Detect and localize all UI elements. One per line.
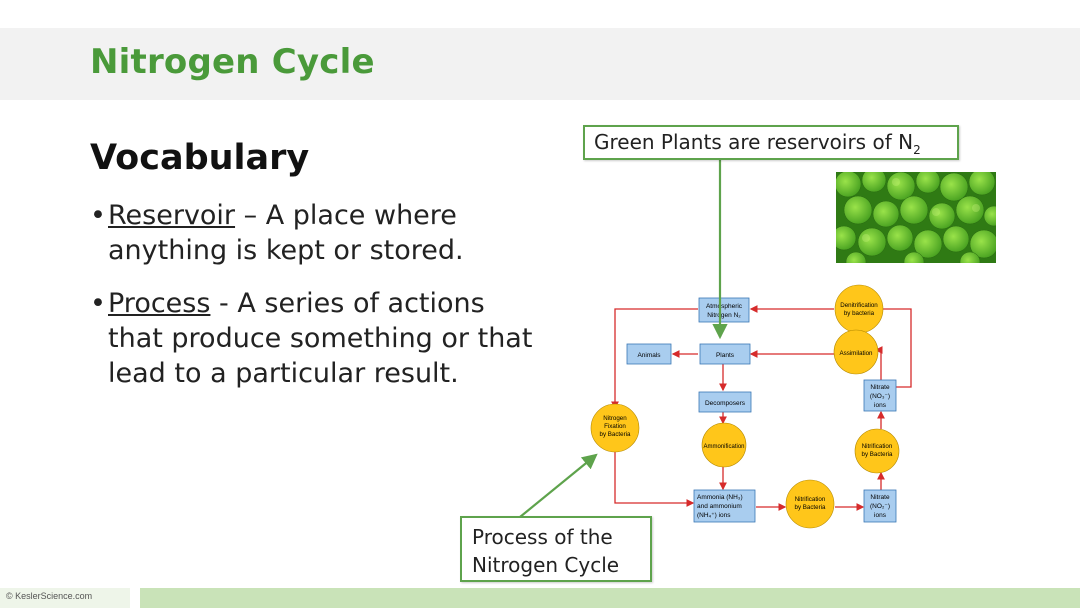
svg-text:Nitrification: Nitrification	[795, 496, 826, 503]
definition-reservoir: – A place where anything is kept or stor…	[108, 200, 464, 266]
callout-process: Process of the Nitrogen Cycle	[460, 516, 652, 582]
svg-text:Assimilation: Assimilation	[839, 350, 873, 357]
svg-text:Decomposers: Decomposers	[705, 400, 746, 407]
callout-green-plants: Green Plants are reservoirs of N2	[583, 125, 959, 160]
footer-copyright: © KeslerScience.com	[6, 591, 93, 601]
svg-text:and ammonium: and ammonium	[697, 503, 742, 510]
svg-text:Atmospheric: Atmospheric	[706, 303, 743, 310]
circle-nitrification-bottom: Nitrification by Bacteria	[785, 479, 835, 529]
svg-text:Nitrate: Nitrate	[870, 494, 890, 501]
callout-green-plants-text: Green Plants are reservoirs of N	[594, 130, 914, 154]
svg-text:Plants: Plants	[716, 352, 735, 359]
svg-text:by Bacteria: by Bacteria	[795, 504, 827, 511]
svg-text:(NH₄⁺) ions: (NH₄⁺) ions	[697, 512, 731, 519]
svg-text:ions: ions	[874, 402, 887, 409]
svg-text:by Bacteria: by Bacteria	[862, 451, 894, 458]
cycle-arrows	[611, 305, 912, 511]
svg-text:Ammonification: Ammonification	[703, 444, 744, 450]
callout-process-line2: Nitrogen Cycle	[472, 553, 620, 577]
box-plants: Plants	[699, 343, 751, 365]
circle-denitrification: Denitrification by bacteria	[834, 284, 884, 334]
callout-process-line1: Process of the	[472, 525, 613, 549]
footer-right-band	[140, 588, 1080, 608]
svg-text:by Bacteria: by Bacteria	[600, 431, 632, 438]
bullet-list: •Reservoir – A place where anything is k…	[90, 198, 540, 409]
box-atmospheric-nitrogen: Atmospheric Nitrogen N₂	[698, 297, 750, 323]
svg-text:ions: ions	[874, 512, 887, 519]
svg-text:Nitrate: Nitrate	[870, 384, 890, 391]
circle-assimilation: Assimilation	[833, 329, 879, 375]
svg-text:Fixation: Fixation	[604, 423, 626, 430]
box-animals: Animals	[626, 343, 672, 365]
bullet-process: •Process - A series of actions that prod…	[90, 286, 540, 391]
green-plants-photo	[836, 172, 996, 263]
circle-ammonification: Ammonification	[701, 422, 747, 468]
term-reservoir: Reservoir	[108, 200, 236, 231]
box-ammonia: Ammonia (NH₃) and ammonium (NH₄⁺) ions	[693, 489, 756, 523]
box-nitrate-bottom: Nitrate (NO₂⁻) ions	[863, 489, 897, 523]
footer-left-band: © KeslerScience.com	[0, 588, 130, 608]
bullet-reservoir: •Reservoir – A place where anything is k…	[90, 198, 540, 268]
svg-text:Nitrogen: Nitrogen	[603, 415, 627, 422]
svg-text:(NO₂⁻): (NO₂⁻)	[870, 503, 890, 510]
nitrogen-cycle-diagram: Atmospheric Nitrogen N₂ Animals Plants D…	[590, 284, 912, 529]
title-bar	[0, 28, 1080, 100]
box-decomposers: Decomposers	[698, 391, 752, 413]
term-process: Process	[108, 288, 211, 319]
bullet-marker: •	[90, 200, 106, 231]
svg-text:by bacteria: by bacteria	[844, 310, 875, 317]
circle-nitrification-mid: Nitrification by Bacteria	[854, 428, 900, 474]
svg-text:Ammonia (NH₃): Ammonia (NH₃)	[697, 494, 743, 501]
slide-title: Nitrogen Cycle	[90, 42, 375, 82]
circle-nitrogen-fixation: Nitrogen Fixation by Bacteria	[590, 403, 640, 453]
svg-text:Nitrification: Nitrification	[862, 443, 893, 450]
svg-text:Nitrogen N₂: Nitrogen N₂	[707, 312, 741, 319]
box-nitrate-top: Nitrate (NO₃⁻) ions	[863, 379, 897, 412]
svg-text:Animals: Animals	[637, 352, 661, 359]
bullet-marker: •	[90, 288, 106, 319]
definition-process: - A series of actions that produce somet…	[108, 288, 533, 389]
svg-text:Denitrification: Denitrification	[840, 302, 878, 309]
callout-subscript: 2	[913, 143, 921, 157]
vocabulary-heading: Vocabulary	[90, 138, 310, 178]
svg-text:(NO₃⁻): (NO₃⁻)	[870, 393, 890, 400]
